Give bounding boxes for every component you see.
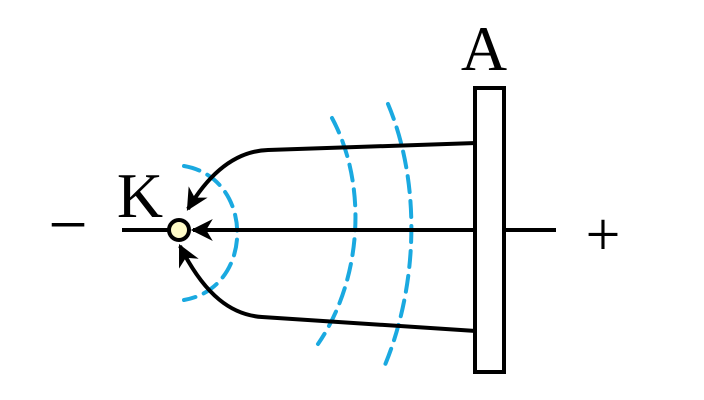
equipotential-arc-2 — [316, 116, 358, 346]
cathode-point-icon — [167, 218, 191, 242]
minus-sign: − — [48, 187, 87, 264]
equipotential-arc-3 — [380, 102, 414, 374]
cathode-label: K — [117, 160, 163, 231]
anode-plate — [473, 86, 506, 374]
equipotential-arc-1 — [182, 164, 240, 302]
field-line-top — [186, 141, 477, 211]
field-line-bottom — [178, 244, 477, 333]
anode-label: A — [461, 13, 507, 84]
plus-sign: + — [586, 201, 621, 269]
